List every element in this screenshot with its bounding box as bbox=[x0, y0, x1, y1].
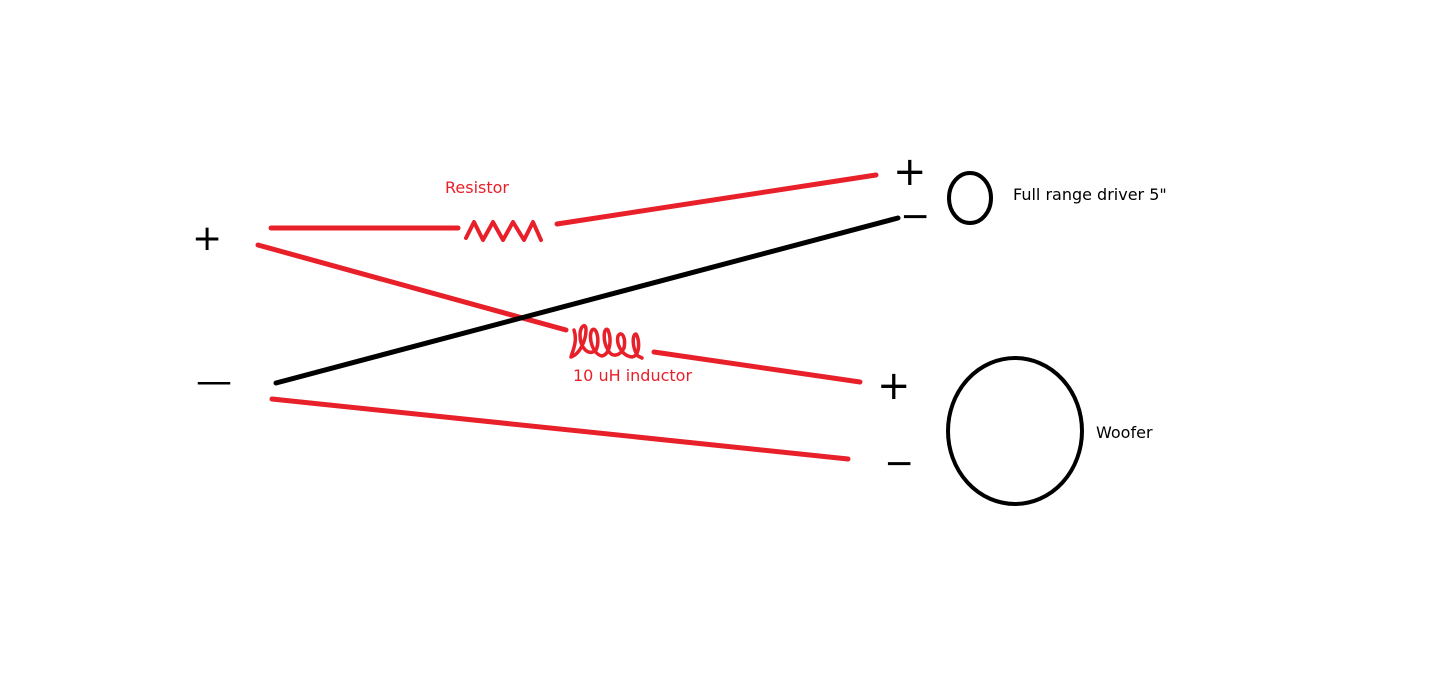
input-plus-symbol: + bbox=[192, 218, 223, 259]
wire-inductor-to-woofer-plus bbox=[651, 349, 863, 385]
speaker-circle-large-icon bbox=[946, 356, 1084, 506]
resistor-label: Resistor bbox=[445, 178, 509, 197]
wire-input-plus-to-inductor bbox=[255, 242, 569, 333]
speaker-circle-small-icon bbox=[947, 171, 993, 225]
woofer-minus-symbol: − bbox=[884, 443, 915, 484]
input-minus-symbol: — bbox=[196, 361, 232, 402]
full-range-minus-symbol: − bbox=[900, 196, 931, 237]
woofer-label: Woofer bbox=[1096, 423, 1153, 442]
resistor-zigzag-icon bbox=[464, 220, 543, 242]
woofer-plus-symbol: + bbox=[877, 363, 911, 409]
inductor-label: 10 uH inductor bbox=[573, 366, 693, 385]
wire-input-minus-to-full-range-minus bbox=[273, 215, 901, 386]
inductor-coil-icon bbox=[569, 323, 644, 360]
full-range-plus-symbol: + bbox=[893, 149, 927, 195]
full-range-driver-label: Full range driver 5" bbox=[1013, 185, 1167, 204]
wire-input-minus-to-woofer-minus bbox=[269, 396, 851, 462]
wire-resistor-to-full-range-plus bbox=[554, 172, 879, 227]
